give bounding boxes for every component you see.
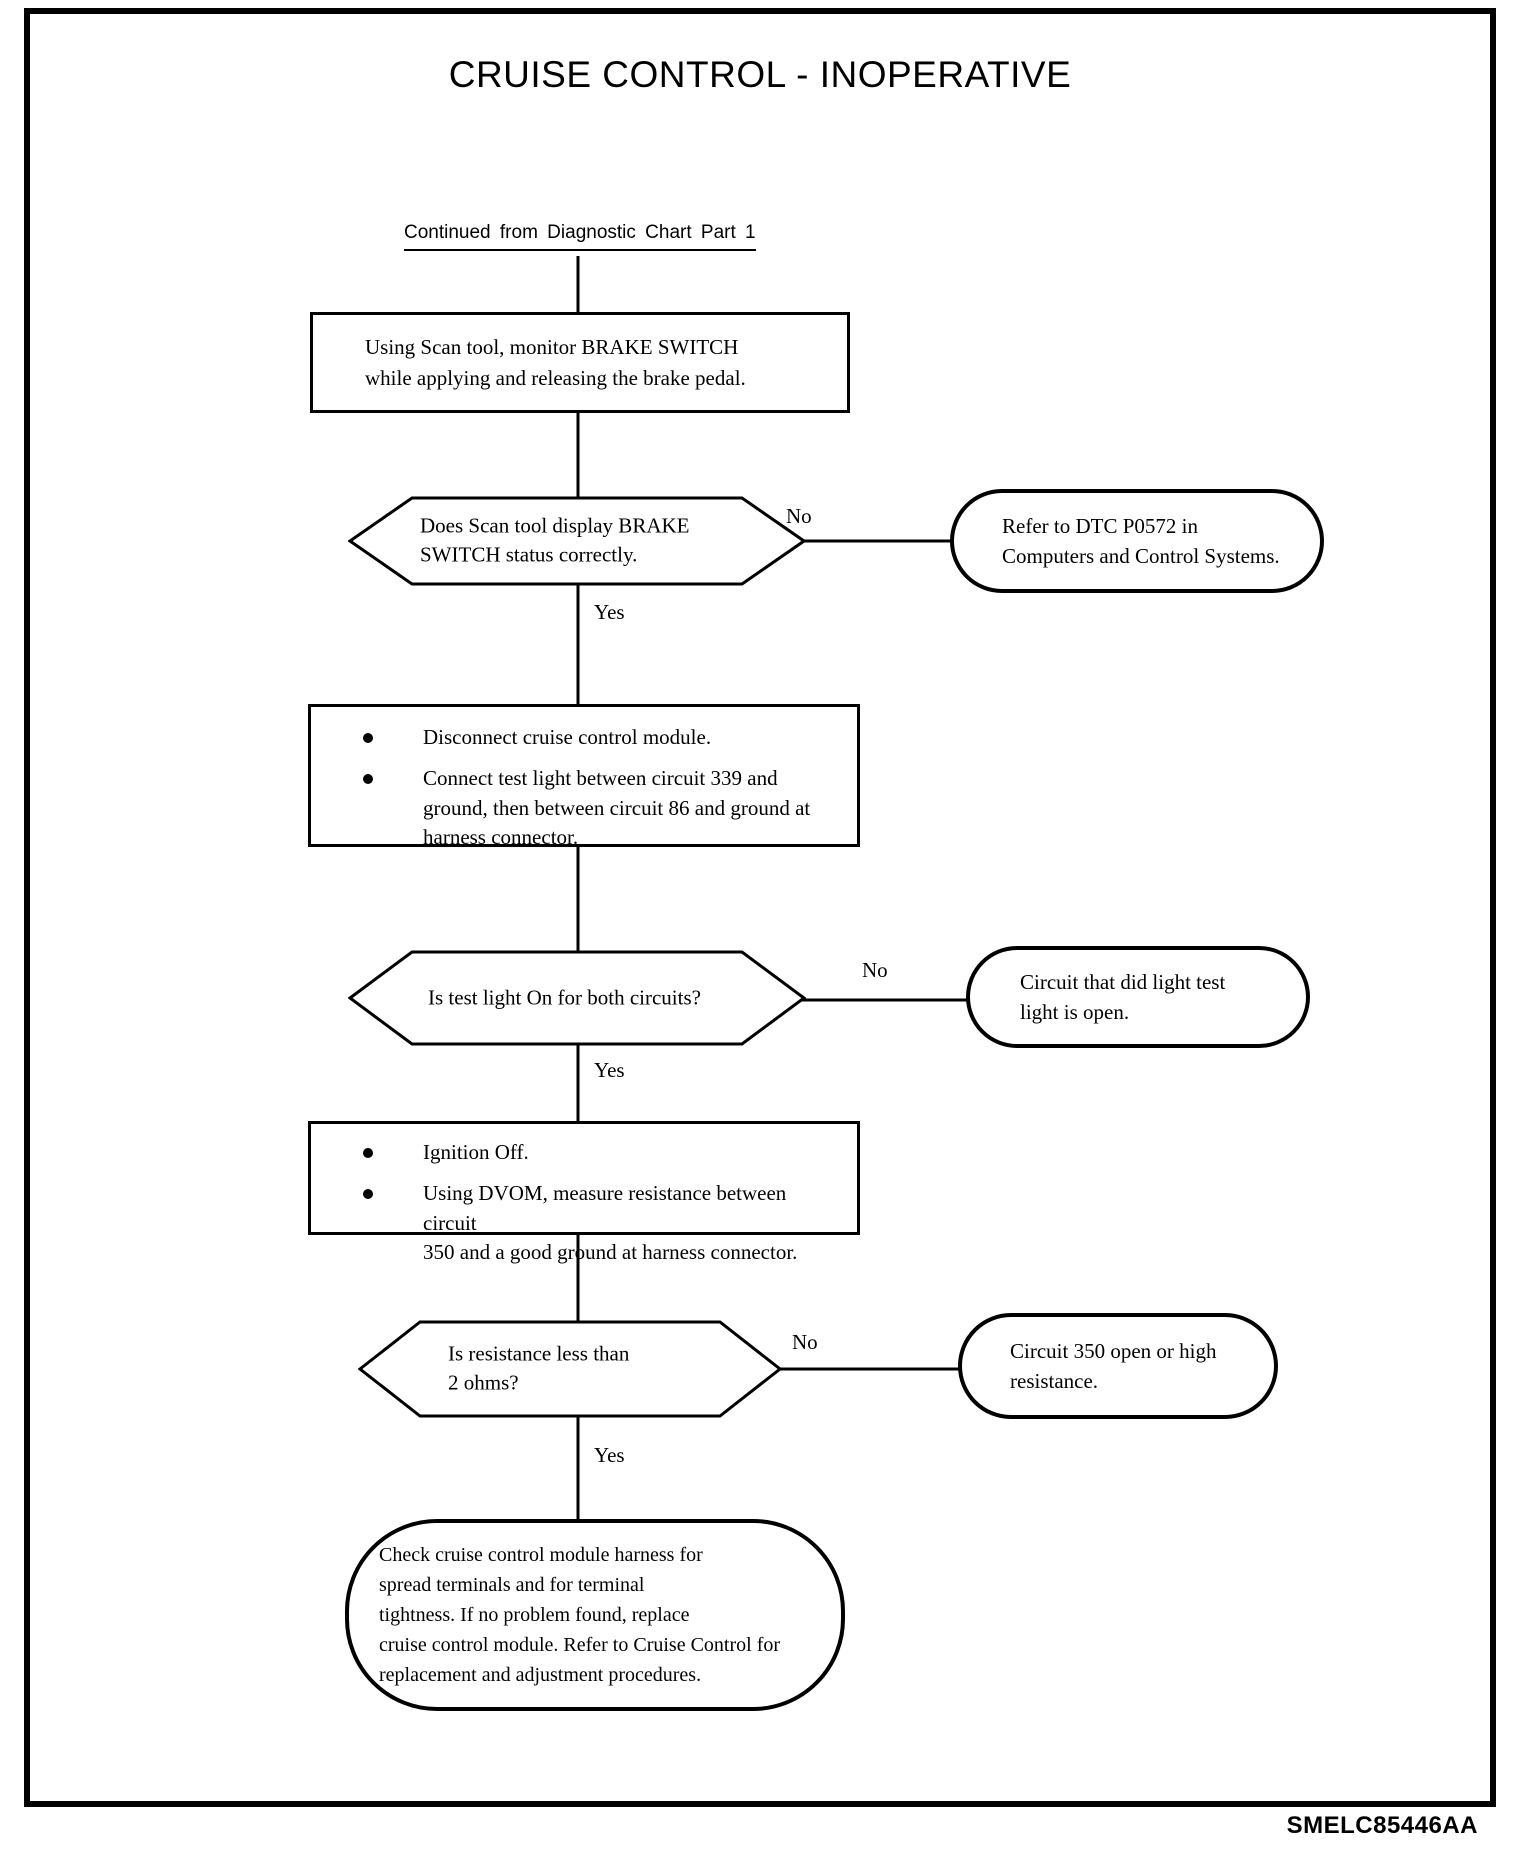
page-title: CRUISE CONTROL - INOPERATIVE — [448, 54, 1072, 95]
process-box-test-light: Disconnect cruise control module. Connec… — [308, 704, 860, 849]
process-box-measure-resistance: Ignition Off. Using DVOM, measure resist… — [308, 1121, 860, 1264]
yes-label-1: Yes — [594, 600, 625, 624]
bullet-item: Disconnect cruise control module. — [311, 723, 857, 753]
bullet-item: Connect test light between circuit 339 a… — [311, 764, 857, 853]
bullet-list: Disconnect cruise control module. Connec… — [311, 723, 857, 853]
decision-scan-tool-displays-brake-switch: Does Scan tool display BRAKE SWITCH stat… — [348, 496, 806, 586]
decision-text: Does Scan tool display BRAKE SWITCH stat… — [420, 513, 690, 567]
terminal-refer-dtc-p0572: Refer to DTC P0572 in Computers and Cont… — [950, 489, 1324, 593]
no-label-3: No — [792, 1330, 818, 1354]
hexagon-outline — [348, 950, 806, 1046]
bullet-item: Ignition Off. — [311, 1138, 857, 1168]
bullet-item: Using DVOM, measure resistance between c… — [311, 1179, 857, 1268]
yes-label-3: Yes — [594, 1443, 625, 1467]
hexagon-outline — [348, 496, 806, 586]
page-border-frame — [24, 8, 1496, 1807]
terminal-circuit-350-open: Circuit 350 open or high resistance. — [958, 1313, 1278, 1419]
terminal-check-harness-replace-module: Check cruise control module harness for … — [345, 1519, 845, 1711]
decision-resistance-less-than-2-ohms: Is resistance less than 2 ohms? — [358, 1320, 782, 1418]
decision-text: Is resistance less than 2 ohms? — [448, 1341, 630, 1395]
no-label-2: No — [862, 958, 888, 982]
continued-from-label: Continued from Diagnostic Chart Part 1 — [404, 222, 756, 251]
bullet-list: Ignition Off. Using DVOM, measure resist… — [311, 1138, 857, 1268]
hexagon-outline — [358, 1320, 782, 1418]
process-box-monitor-brake-switch: Using Scan tool, monitor BRAKE SWITCH wh… — [310, 312, 850, 413]
decision-test-light-on: Is test light On for both circuits? — [348, 950, 806, 1046]
yes-label-2: Yes — [594, 1058, 625, 1082]
no-label-1: No — [786, 504, 812, 528]
terminal-circuit-did-light-open: Circuit that did light test light is ope… — [966, 946, 1310, 1048]
doc-code-label: SMELC85446AA — [1286, 1812, 1478, 1839]
decision-text: Is test light On for both circuits? — [428, 985, 701, 1010]
